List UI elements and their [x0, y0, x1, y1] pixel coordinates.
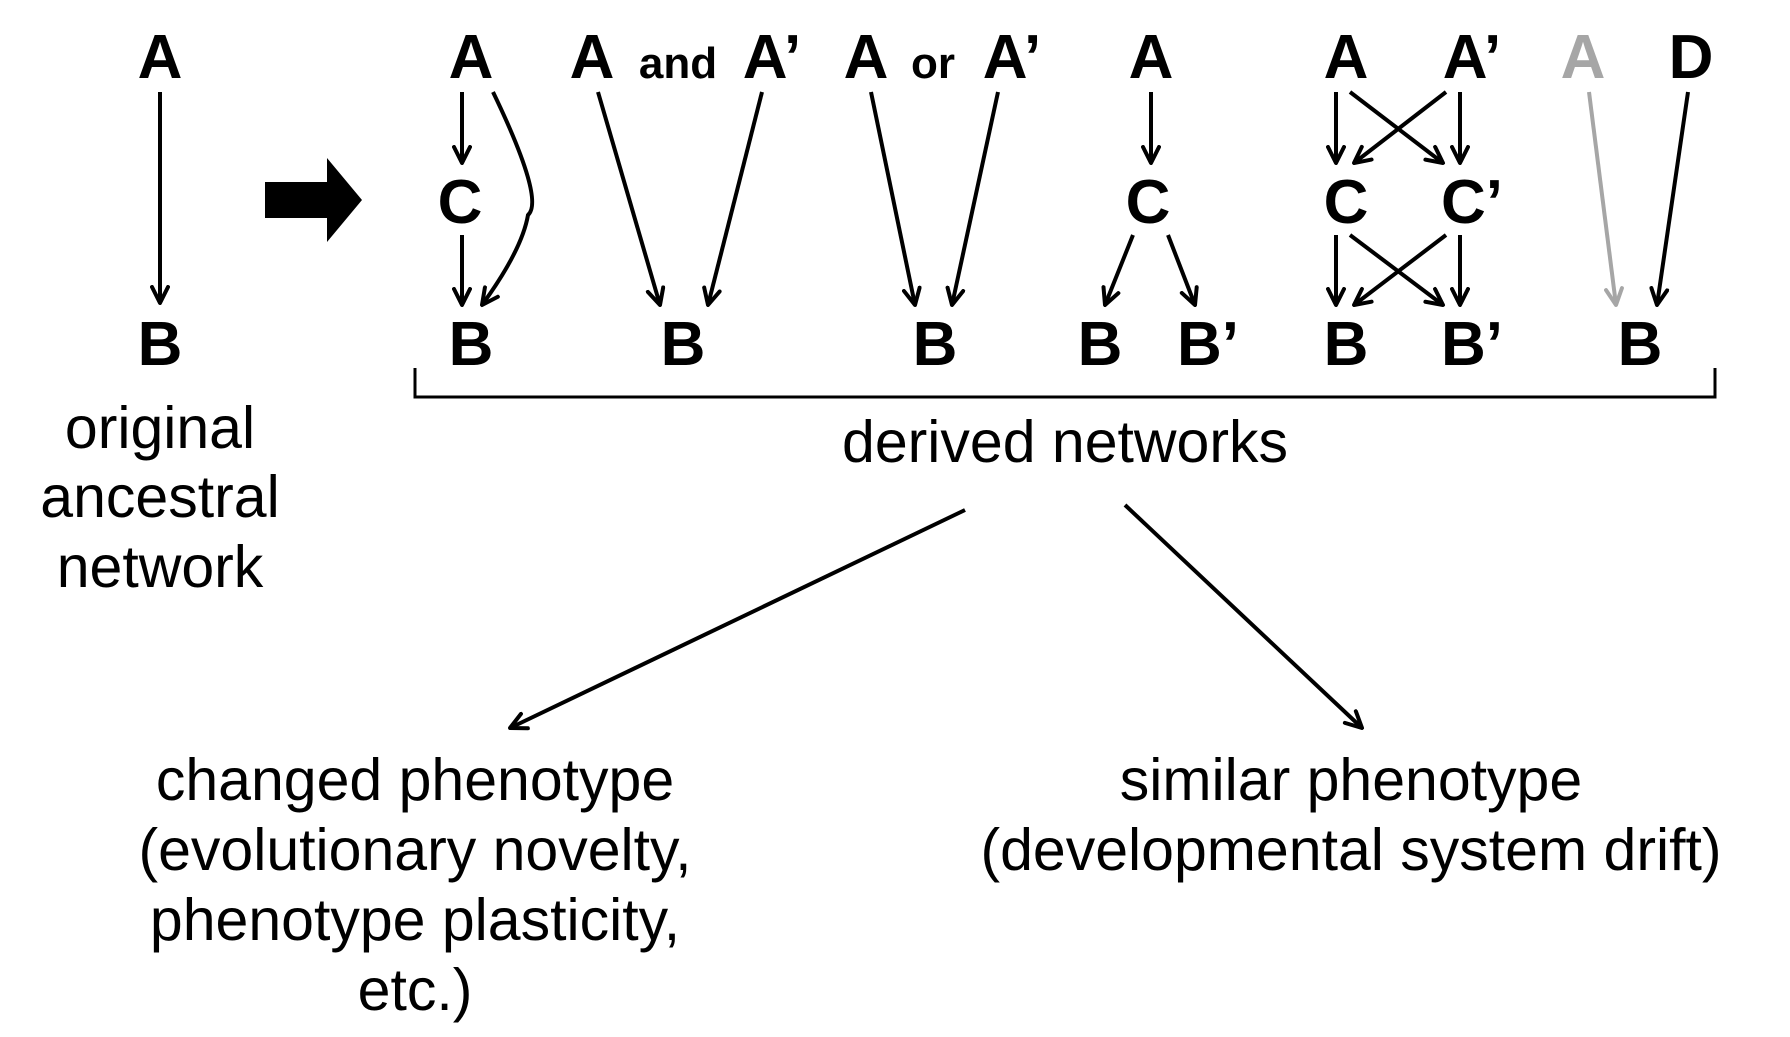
- original-caption-line-2: ancestral: [40, 464, 279, 530]
- net2-arrow-a-prime-b: [702, 91, 764, 307]
- net5-node-c: C: [1324, 168, 1369, 237]
- changed-phenotype-line-3: phenotype plasticity,: [150, 887, 680, 953]
- net3-arrow-a-b: [869, 91, 922, 307]
- net5-arrow-a-prime-c: [1352, 90, 1448, 165]
- net5-arrow-a-c-prime: [1348, 90, 1445, 165]
- arrow-to-similar-phenotype: [1123, 503, 1364, 730]
- net3-node-a-prime: A’: [983, 23, 1042, 92]
- net2-joiner-and: and: [639, 39, 717, 88]
- changed-phenotype-line-2: (evolutionary novelty,: [138, 817, 691, 883]
- derived-network-4: A C B B’: [1078, 23, 1239, 379]
- net4-node-b: B: [1078, 310, 1123, 379]
- net4-node-b-prime: B’: [1177, 310, 1239, 379]
- net3-arrow-a-prime-b: [945, 91, 1000, 307]
- net4-arrow-c-b: [1101, 234, 1135, 307]
- net6-arrow-d-b: [1649, 91, 1690, 307]
- similar-phenotype-line-1: similar phenotype: [1120, 747, 1582, 813]
- net4-node-a: A: [1129, 23, 1174, 92]
- derived-network-5: A A’ C C’ B B’: [1324, 23, 1503, 379]
- changed-phenotype-outcome: changed phenotype (evolutionary novelty,…: [138, 747, 691, 1023]
- node-b: B: [138, 310, 183, 379]
- net3-joiner-or: or: [911, 39, 955, 88]
- net4-node-c: C: [1126, 168, 1171, 237]
- net5-node-c-prime: C’: [1441, 168, 1503, 237]
- net2-node-a: A: [570, 23, 615, 92]
- net5-node-a-prime: A’: [1443, 23, 1502, 92]
- derived-networks-caption: derived networks: [842, 409, 1288, 475]
- net5-node-a: A: [1324, 23, 1369, 92]
- node-a: A: [138, 23, 183, 92]
- original-caption-line-3: network: [57, 534, 264, 600]
- net3-node-a: A: [844, 23, 889, 92]
- derived-network-1: A C B: [438, 23, 535, 379]
- original-caption-line-1: original: [65, 395, 255, 461]
- changed-phenotype-line-4: etc.): [358, 957, 473, 1023]
- net3-node-b: B: [913, 310, 958, 379]
- net4-arrow-c-b-prime: [1166, 234, 1199, 307]
- derived-network-2: A and A’ B: [570, 23, 802, 379]
- transition-arrow-icon: [265, 158, 362, 242]
- net6-node-a-lost: A: [1561, 23, 1606, 92]
- net6-node-d: D: [1669, 23, 1714, 92]
- original-network: A B original ancestral network: [40, 23, 279, 600]
- similar-phenotype-outcome: similar phenotype (developmental system …: [980, 747, 1721, 883]
- derived-networks-bracket: [413, 368, 1717, 399]
- net5-arrow-c-prime-b: [1352, 233, 1448, 307]
- net2-node-a-prime: A’: [743, 23, 802, 92]
- net5-node-b: B: [1324, 310, 1369, 379]
- net1-arrow-a-b-direct: [480, 91, 535, 307]
- derived-network-3: A or A’ B: [844, 23, 1042, 379]
- net5-node-b-prime: B’: [1441, 310, 1503, 379]
- net2-arrow-a-b: [596, 91, 666, 307]
- net1-node-b: B: [449, 310, 494, 379]
- net5-arrow-c-b-prime: [1348, 233, 1445, 307]
- net6-arrow-a-b-lost: [1587, 91, 1624, 307]
- net1-node-a: A: [449, 23, 494, 92]
- similar-phenotype-line-2: (developmental system drift): [980, 817, 1721, 883]
- net2-node-b: B: [661, 310, 706, 379]
- arrow-to-changed-phenotype: [508, 508, 966, 731]
- changed-phenotype-line-1: changed phenotype: [156, 747, 674, 813]
- derived-network-6: A D B: [1561, 23, 1714, 379]
- net6-node-b: B: [1618, 310, 1663, 379]
- net1-node-c: C: [438, 168, 483, 237]
